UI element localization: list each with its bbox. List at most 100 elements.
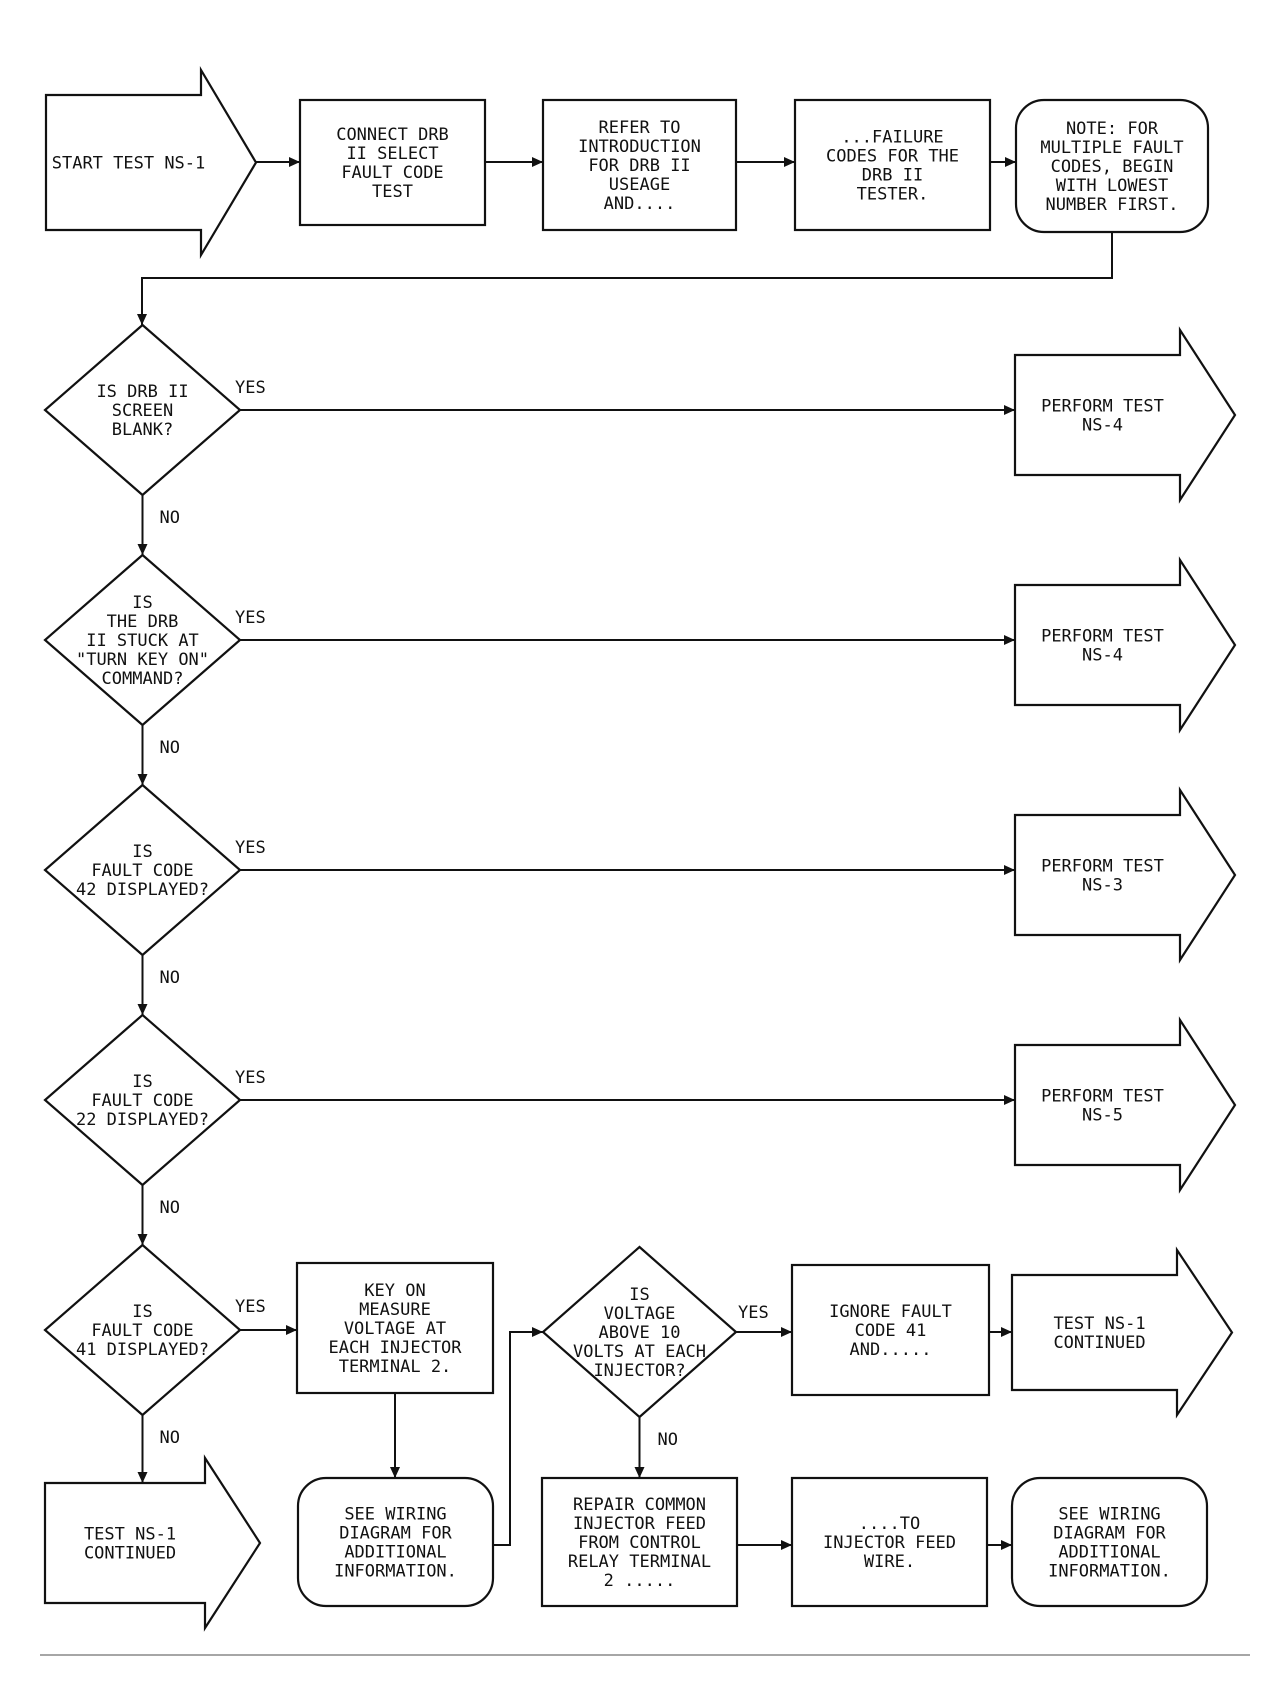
node-text-line: REFER TO	[599, 118, 681, 138]
node-text-line: BLANK?	[112, 420, 173, 440]
edge-label-d4-no: NO	[160, 1198, 180, 1218]
edge-label-d1-no: NO	[160, 508, 180, 528]
process-box	[790, 1263, 991, 1397]
node-text-line: CONNECT DRB	[336, 125, 449, 145]
node-text-line: CODES FOR THE	[826, 147, 959, 167]
offpage-arrow-shape	[1013, 1016, 1237, 1194]
node-text-line: FAULT CODE	[91, 1091, 193, 1111]
arrowhead	[137, 1234, 148, 1245]
node-text-line: ABOVE 10	[599, 1323, 681, 1343]
node-text-line: FROM CONTROL	[578, 1533, 701, 1553]
node-text-line: PERFORM TEST	[1041, 1087, 1164, 1107]
arrowhead	[532, 1327, 543, 1337]
node-text-line: AND.....	[850, 1340, 932, 1360]
node-text-line: II STUCK AT	[86, 631, 199, 651]
arrowhead	[1001, 1327, 1012, 1337]
offpage-arrow-shape	[1010, 1246, 1234, 1419]
node-text-line: PERFORM TEST	[1041, 857, 1164, 877]
arrowhead	[289, 157, 300, 167]
node-text-line: FAULT CODE	[91, 861, 193, 881]
node-text-line: REPAIR COMMON	[573, 1495, 706, 1515]
node-text-line: NOTE: FOR	[1066, 119, 1159, 139]
node-text-line: ...FAILURE	[841, 128, 943, 148]
node-start: START TEST NS-1	[44, 65, 258, 260]
node-text-line: NS-4	[1082, 416, 1123, 436]
process-box	[541, 98, 738, 232]
node-text-line: DIAGRAM FOR	[339, 1524, 452, 1544]
arrowhead	[634, 1467, 645, 1478]
offpage-arrow-shape	[1013, 556, 1237, 734]
node-text-line: SCREEN	[112, 401, 173, 421]
node-text-line: FOR DRB II	[588, 156, 690, 176]
arrowhead	[1004, 865, 1015, 875]
node-text-line: NS-4	[1082, 646, 1123, 666]
node-text-line: INJECTOR FEED	[823, 1533, 956, 1553]
node-text-line: VOLTAGE AT	[344, 1319, 446, 1339]
connector-line	[493, 1331, 543, 1546]
arrowhead	[1001, 1540, 1012, 1550]
arrowhead	[137, 544, 148, 555]
node-text-line: IS	[132, 1302, 152, 1322]
process-box	[298, 98, 487, 227]
node-text-line: TERMINAL 2.	[339, 1357, 452, 1377]
node-text-line: INTRODUCTION	[578, 137, 701, 157]
node-text-line: INFORMATION.	[1048, 1562, 1171, 1582]
arrowhead	[781, 1327, 792, 1337]
arrowhead	[781, 1540, 792, 1550]
node-text-line: NUMBER FIRST.	[1045, 195, 1178, 215]
arrowhead	[532, 157, 543, 167]
edge-label-d3-yes: YES	[235, 838, 266, 858]
edge-label-d1-yes: YES	[235, 378, 266, 398]
node-text-line: TEST NS-1	[84, 1525, 176, 1545]
node-text-line: TEST	[372, 182, 413, 202]
node-text-line: 2 .....	[604, 1571, 676, 1591]
node-text-line: ADDITIONAL	[344, 1543, 446, 1563]
arrowhead	[1004, 1095, 1015, 1105]
node-text-line: KEY ON	[364, 1281, 425, 1301]
node-text-line: IS DRB II	[96, 382, 188, 402]
node-text-line: NS-3	[1082, 876, 1123, 896]
node-text-line: II SELECT	[346, 144, 438, 164]
node-text-line: CODE 41	[855, 1321, 927, 1341]
node-text-line: FAULT CODE	[91, 1321, 193, 1341]
terminal-box	[1010, 1476, 1209, 1608]
node-text-line: MEASURE	[359, 1300, 431, 1320]
offpage-arrow-shape	[44, 65, 258, 260]
node-text-line: START TEST NS-1	[52, 154, 206, 174]
arrowhead	[1004, 405, 1015, 415]
edge-label-d2-yes: YES	[235, 608, 266, 628]
arrowhead	[784, 157, 795, 167]
node-text-line: SEE WIRING	[1058, 1505, 1160, 1525]
node-text-line: "TURN KEY ON"	[76, 650, 209, 670]
node-text-line: WIRE.	[864, 1552, 915, 1572]
node-text-line: ADDITIONAL	[1058, 1543, 1160, 1563]
node-text-line: USEAGE	[609, 175, 670, 195]
arrowhead	[286, 1325, 297, 1335]
node-text-line: WITH LOWEST	[1056, 176, 1169, 196]
edge-label-d6-no: NO	[658, 1430, 678, 1450]
node-text-line: ....TO	[859, 1514, 920, 1534]
node-text-line: VOLTS AT EACH	[573, 1342, 706, 1362]
node-text-line: SEE WIRING	[344, 1505, 446, 1525]
node-text-line: EACH INJECTOR	[328, 1338, 462, 1358]
node-text-line: 22 DISPLAYED?	[76, 1110, 209, 1130]
node-text-line: 42 DISPLAYED?	[76, 880, 209, 900]
node-text-line: IS	[132, 593, 152, 613]
node-text-line: TEST NS-1	[1053, 1314, 1145, 1334]
